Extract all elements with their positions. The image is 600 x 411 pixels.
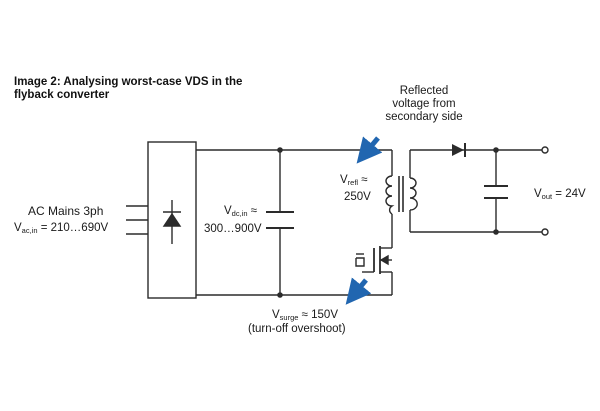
vout-label: Vout = 24V	[534, 188, 586, 201]
output-terminal-positive	[541, 146, 549, 154]
junction-dot	[277, 147, 283, 153]
vac-label: Vac,in = 210…690V	[14, 222, 108, 235]
junction-dot	[493, 229, 499, 235]
mosfet-switch	[355, 246, 392, 274]
reflected-label-line-2: voltage from	[392, 98, 455, 110]
output-diode	[452, 143, 466, 157]
reflected-label-line-1: Reflected	[400, 85, 449, 97]
surge-voltage-arrow	[345, 277, 372, 305]
figure-caption: Image 2: Analysing worst-case VDS in the…	[14, 76, 243, 101]
rectifier-diode-symbol	[162, 200, 182, 244]
ac-mains-label: AC Mains 3ph	[28, 204, 103, 218]
reflected-label-line-3: secondary side	[385, 111, 462, 123]
output-terminal-negative	[541, 228, 549, 236]
vdc-label: Vdc,in ≈	[224, 205, 257, 218]
secondary-winding	[409, 177, 418, 211]
vsurge-label: Vsurge ≈ 150V	[272, 309, 338, 322]
primary-winding	[385, 175, 395, 215]
reflected-voltage-arrow	[356, 136, 383, 164]
vdc-range-label: 300…900V	[204, 223, 262, 235]
junction-dot	[277, 292, 283, 298]
junction-dot	[493, 147, 499, 153]
vrefl-label: Vrefl ≈	[340, 174, 368, 187]
overshoot-label: (turn-off overshoot)	[248, 323, 346, 335]
vrefl-value-label: 250V	[344, 191, 371, 203]
